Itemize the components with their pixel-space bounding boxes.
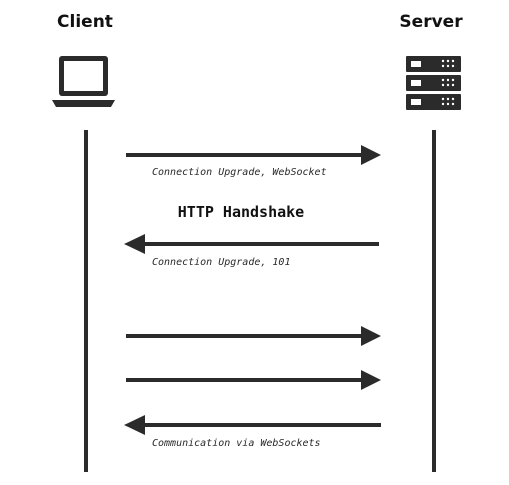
message-arrow-1	[126, 145, 381, 165]
laptop-icon	[52, 56, 115, 107]
client-title: Client	[57, 12, 113, 32]
message-arrow-3	[126, 326, 381, 346]
message-arrow-4	[126, 370, 381, 390]
message-label-1: Connection Upgrade, WebSocket	[152, 167, 327, 178]
message-label-2: Connection Upgrade, 101	[152, 257, 290, 268]
server-rack-icon	[406, 56, 461, 110]
server-title: Server	[399, 12, 463, 32]
message-arrow-5	[124, 415, 381, 435]
phase-label: HTTP Handshake	[178, 203, 304, 221]
message-label-5: Communication via WebSockets	[152, 438, 321, 449]
message-arrow-2	[124, 234, 379, 254]
